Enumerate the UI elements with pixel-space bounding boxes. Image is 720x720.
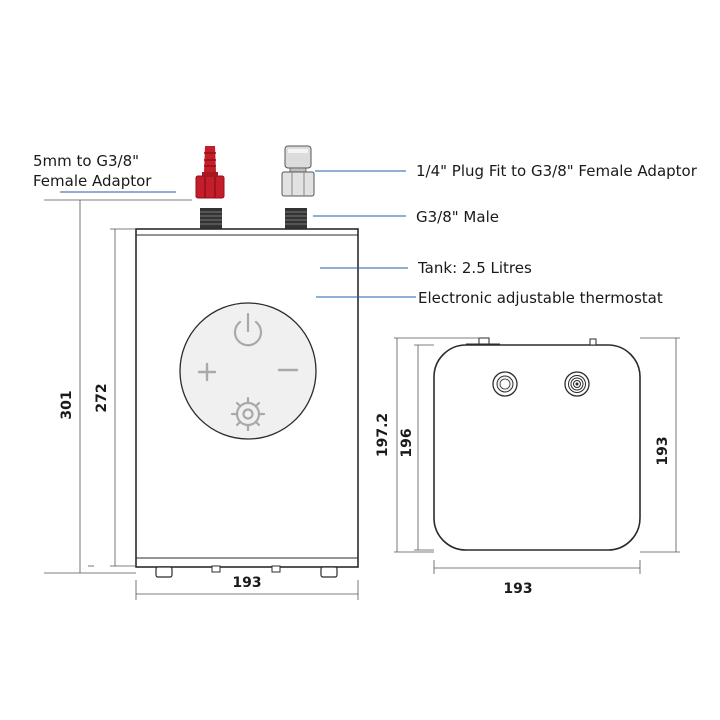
label-g38-male: G3/8" Male xyxy=(416,208,499,226)
callouts: 5mm to G3/8" Female Adaptor 1/4" Plug Fi… xyxy=(33,152,698,307)
control-panel xyxy=(179,302,317,440)
dim-body-height: 272 xyxy=(94,383,110,412)
dim-overall-height: 301 xyxy=(59,390,75,419)
plus-icon xyxy=(197,362,217,382)
right-male-thread xyxy=(285,208,307,230)
front-dimension-lines xyxy=(44,199,359,600)
dim-side-height-a: 197.2 xyxy=(375,413,391,457)
label-5mm-adaptor-line1: 5mm to G3/8" xyxy=(33,152,139,170)
grey-adaptor xyxy=(281,145,315,197)
dim-side-width: 193 xyxy=(503,581,532,597)
side-view: 197.2 196 193 193 xyxy=(375,337,680,597)
front-feet xyxy=(155,565,338,578)
left-male-thread xyxy=(200,208,222,230)
front-view: 301 272 193 xyxy=(44,145,359,600)
power-icon xyxy=(233,312,263,347)
label-thermostat: Electronic adjustable thermostat xyxy=(418,289,663,307)
dim-side-depth: 193 xyxy=(655,436,671,465)
dim-front-width: 193 xyxy=(232,575,261,591)
side-body xyxy=(433,344,641,551)
side-dimension-lines xyxy=(394,337,680,574)
dim-side-height-b: 196 xyxy=(399,428,415,457)
gear-icon xyxy=(230,396,266,432)
label-tank-capacity: Tank: 2.5 Litres xyxy=(417,259,532,277)
side-left-port xyxy=(492,371,518,397)
side-right-port xyxy=(564,371,590,397)
label-plug-fit-adaptor: 1/4" Plug Fit to G3/8" Female Adaptor xyxy=(416,162,698,180)
red-adaptor xyxy=(195,146,225,199)
label-5mm-adaptor-line2: Female Adaptor xyxy=(33,172,152,190)
